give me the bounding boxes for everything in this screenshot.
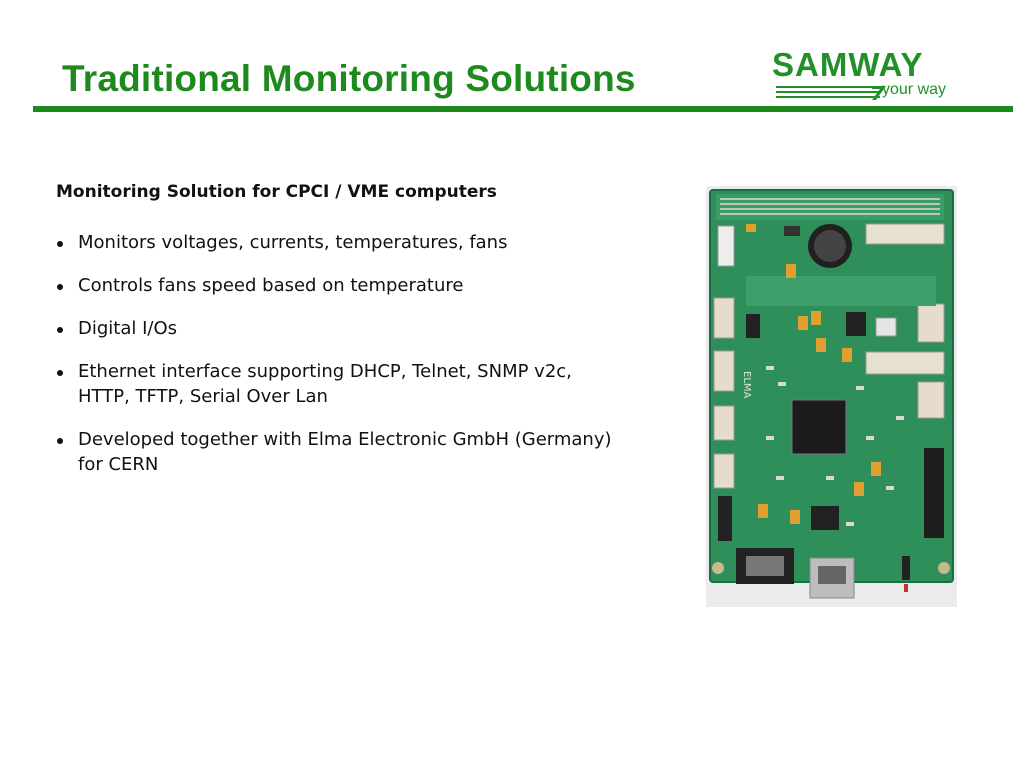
bullet-dot-icon — [57, 327, 63, 333]
list-item-text: Digital I/Os — [78, 318, 178, 339]
list-item: Ethernet interface supporting DHCP, Teln… — [56, 359, 616, 409]
section-subheading: Monitoring Solution for CPCI / VME compu… — [56, 182, 497, 202]
list-item-text: Ethernet interface supporting DHCP, Teln… — [78, 361, 572, 407]
list-item-text: Developed together with Elma Electronic … — [78, 429, 612, 475]
logo-speed-lines — [776, 86, 886, 100]
logo-wordmark: SAMWAY — [772, 46, 924, 83]
list-item-text: Monitors voltages, currents, temperature… — [78, 232, 508, 253]
list-item: Monitors voltages, currents, temperature… — [56, 230, 616, 255]
bullet-dot-icon — [57, 370, 63, 376]
feature-list: Monitors voltages, currents, temperature… — [56, 230, 616, 495]
logo-tagline: your way — [882, 81, 947, 98]
circuit-board-photo: ELMA — [706, 186, 957, 607]
title-underline — [33, 106, 1013, 112]
list-item: Developed together with Elma Electronic … — [56, 427, 616, 477]
bullet-dot-icon — [57, 241, 63, 247]
samway-logo: SAMWAY your way — [770, 46, 988, 104]
bullet-dot-icon — [57, 284, 63, 290]
list-item: Digital I/Os — [56, 316, 616, 341]
list-item: Controls fans speed based on temperature — [56, 273, 616, 298]
slide-title: Traditional Monitoring Solutions — [62, 58, 636, 99]
board-label: ELMA — [741, 371, 752, 399]
bullet-dot-icon — [57, 438, 63, 444]
list-item-text: Controls fans speed based on temperature — [78, 275, 464, 296]
